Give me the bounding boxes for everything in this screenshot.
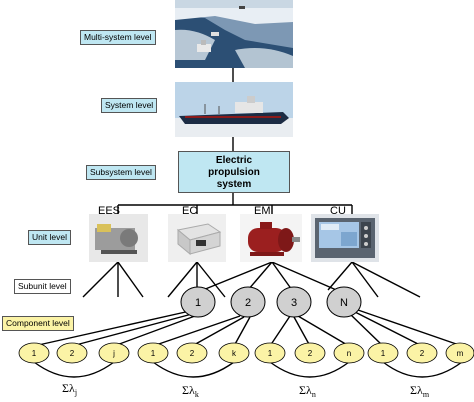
component-node-g1-3-label: j — [112, 349, 115, 358]
component-node-g1-2[interactable] — [56, 342, 88, 364]
s2-to-c1 — [152, 315, 241, 347]
em-to-subunit-1 — [197, 261, 273, 293]
component-node-g3-1-label: 1 — [268, 349, 273, 358]
component-level-label: Component level — [2, 316, 74, 331]
subunit-nodes: 1 2 3 N — [180, 286, 362, 318]
subunit-node-n[interactable] — [326, 286, 362, 318]
unit-label-ec: EC — [182, 205, 198, 217]
component-node-g4-2[interactable] — [406, 342, 438, 364]
component-node-g3-3-label: n — [347, 349, 351, 358]
sN-to-c1 — [349, 313, 384, 347]
component-nodes: 1 2 j 1 2 k 1 2 n 1 2 m — [18, 342, 474, 364]
unit-label-cu: CU — [330, 205, 346, 217]
sum-arc-m — [382, 361, 463, 378]
component-node-g4-3[interactable] — [445, 342, 474, 364]
sum-arc-j — [33, 361, 115, 378]
system-level-label: System level — [101, 98, 158, 113]
subunit-level-label: Subunit level — [14, 279, 71, 294]
fan-ec-left — [167, 261, 198, 298]
component-node-g2-1[interactable] — [137, 342, 169, 364]
subunit-node-1[interactable] — [180, 286, 216, 318]
electric-propulsion-system-box[interactable]: Electric propulsion system — [178, 151, 290, 193]
connector-lines — [33, 68, 463, 378]
fan-cu-mid — [351, 261, 379, 298]
ees-generator-photo — [89, 214, 148, 262]
s2-to-c2 — [191, 316, 245, 347]
sum-labels: Σλj Σλk Σλn Σλm — [62, 381, 430, 399]
component-node-g4-1-label: 1 — [381, 349, 386, 358]
component-node-g2-3-label: k — [232, 349, 237, 358]
fan-ec-right — [196, 261, 226, 298]
subunit-node-2-label: 2 — [245, 297, 251, 309]
unit-label-ees: EES — [98, 205, 121, 217]
subunit-node-n-label: N — [340, 297, 348, 309]
component-node-g3-2-label: 2 — [308, 349, 313, 358]
sN-to-c2 — [354, 311, 423, 347]
em-to-subunit-n — [271, 261, 342, 293]
component-node-g1-1-label: 1 — [32, 349, 37, 358]
s1-to-c2 — [71, 313, 193, 347]
ships-in-ice-photo — [175, 0, 293, 68]
icebreaker-tanker-photo — [175, 82, 293, 137]
fan-ees-right — [117, 261, 144, 298]
component-node-g3-2[interactable] — [294, 342, 326, 364]
sum-label-k: Σλk — [182, 383, 199, 399]
component-node-g2-3[interactable] — [218, 342, 250, 364]
fan-cu-right — [351, 261, 421, 298]
component-node-g4-3-label: m — [457, 349, 464, 358]
fan-cu-left — [327, 261, 353, 291]
unit-label-em: EM — [254, 205, 271, 217]
eps-line-3: system — [216, 179, 252, 190]
component-node-g4-1[interactable] — [367, 342, 399, 364]
sum-label-j: Σλj — [62, 381, 77, 397]
eps-line-2: propulsion — [208, 167, 260, 178]
em-to-subunit-2 — [247, 261, 273, 291]
fan-ees-left — [82, 261, 119, 298]
em-to-subunit-3 — [271, 261, 293, 291]
component-node-g3-1[interactable] — [254, 342, 286, 364]
component-node-g1-2-label: 2 — [70, 349, 75, 358]
sum-arc-k — [152, 361, 235, 378]
s3-to-c2 — [293, 316, 311, 347]
s1-to-c1 — [33, 310, 191, 347]
subsystem-level-label: Subsystem level — [86, 165, 156, 180]
component-node-g2-2[interactable] — [176, 342, 208, 364]
em-motor-photo — [240, 214, 302, 262]
s3-to-cn — [297, 315, 350, 347]
multi-system-level-label: Multi-system level — [80, 30, 156, 45]
component-node-g4-2-label: 2 — [420, 349, 425, 358]
s2-to-ck — [233, 316, 251, 347]
sum-label-n: Σλn — [299, 383, 316, 399]
component-node-g2-1-label: 1 — [151, 349, 156, 358]
subunit-node-3[interactable] — [276, 286, 312, 318]
unit-level-label: Unit level — [28, 230, 71, 245]
subunit-node-3-label: 3 — [291, 297, 297, 309]
component-node-g3-3[interactable] — [333, 342, 365, 364]
sN-to-cm — [357, 309, 463, 347]
sum-arc-n — [269, 361, 350, 378]
component-node-g1-3[interactable] — [98, 342, 130, 364]
s3-to-c1 — [269, 315, 291, 347]
eps-line-1: Electric — [215, 155, 253, 166]
s1-to-cj — [113, 315, 196, 347]
subunit-node-2[interactable] — [230, 286, 266, 318]
cu-control-panel-photo — [311, 214, 379, 262]
component-node-g1-1[interactable] — [18, 342, 50, 364]
component-node-g2-2-label: 2 — [190, 349, 195, 358]
sum-label-m: Σλm — [410, 383, 430, 399]
subunit-node-1-label: 1 — [195, 297, 201, 309]
ec-converter-photo — [168, 214, 226, 262]
